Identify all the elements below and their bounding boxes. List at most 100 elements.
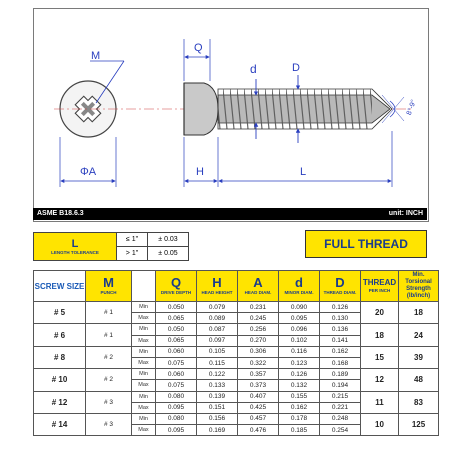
unit-label: unit: INCH [388, 210, 423, 217]
dimension-value: 0.089 [196, 312, 238, 325]
screw-size-cell: # 6 [33, 323, 86, 347]
punch-cell: # 1 [85, 323, 132, 347]
dimension-value: 0.194 [319, 379, 361, 392]
dimension-value: 0.231 [237, 300, 279, 314]
torsional-strength-cell: 125 [398, 412, 439, 437]
dimension-value: 0.122 [196, 368, 238, 381]
dimension-value: 0.060 [155, 368, 197, 381]
label-d-thread: D [292, 62, 300, 74]
dimension-value: 0.065 [155, 334, 197, 347]
min-max-label: Min [131, 412, 156, 426]
dimension-value: 0.060 [155, 345, 197, 358]
dimension-value: 0.162 [278, 401, 320, 414]
dimension-value: 0.248 [319, 412, 361, 426]
punch-cell: # 2 [85, 368, 132, 392]
dimension-value: 0.185 [278, 424, 320, 437]
dimension-value: 0.126 [278, 368, 320, 381]
thread-per-inch-cell: 18 [360, 323, 399, 347]
dimension-value: 0.457 [237, 412, 279, 426]
thread-per-inch-cell: 20 [360, 300, 399, 325]
torsional-strength-cell: 18 [398, 300, 439, 325]
screw-size-cell: # 12 [33, 390, 86, 414]
dimension-value: 0.155 [278, 390, 320, 403]
dimension-value: 0.130 [319, 312, 361, 325]
drawing-label-bar: ASME B18.6.3 unit: INCH [33, 208, 427, 220]
punch-cell: # 2 [85, 345, 132, 370]
torsional-strength-cell: 48 [398, 368, 439, 392]
torsional-strength-cell: 24 [398, 323, 439, 347]
table-header-row: SCREW SIZE M PUNCH Q DRIVE DEPTH H HEAD … [33, 270, 439, 302]
dimension-value: 0.476 [237, 424, 279, 437]
punch-cell: # 1 [85, 300, 132, 325]
screw-size-cell: # 5 [33, 300, 86, 325]
min-max-label: Min [131, 368, 156, 381]
label-l: L [300, 166, 306, 178]
dimension-value: 0.050 [155, 323, 197, 336]
min-max-label: Min [131, 345, 156, 358]
dimension-value: 0.322 [237, 356, 279, 370]
dimension-value: 0.169 [196, 424, 238, 437]
dimension-value: 0.306 [237, 345, 279, 358]
dimension-value: 0.373 [237, 379, 279, 392]
tolerance-condition: > 1" [116, 246, 148, 261]
torsional-strength-cell: 83 [398, 390, 439, 414]
screw-size-cell: # 8 [33, 345, 86, 370]
dimension-value: 0.215 [319, 390, 361, 403]
dimension-value: 0.136 [319, 323, 361, 336]
tolerance-title-cell: L LENGTH TOLERANCE [33, 232, 117, 261]
dimension-value: 0.162 [319, 345, 361, 358]
dimension-value: 0.050 [155, 300, 197, 314]
header-h: H HEAD HEIGHT [196, 270, 238, 302]
dimension-value: 0.407 [237, 390, 279, 403]
punch-cell: # 3 [85, 412, 132, 437]
header-a: A HEAD DIAM. [237, 270, 279, 302]
dimension-value: 0.079 [196, 300, 238, 314]
dimension-value: 0.115 [196, 356, 238, 370]
dimension-value: 0.126 [319, 300, 361, 314]
dimension-value: 0.425 [237, 401, 279, 414]
screw-size-cell: # 14 [33, 412, 86, 437]
dimension-value: 0.357 [237, 368, 279, 381]
thread-per-inch-cell: 11 [360, 390, 399, 414]
screw-drawing-svg: M Q d D 8°-9° ΦA H L [54, 39, 418, 187]
dimension-value: 0.151 [196, 401, 238, 414]
phillips-recess-icon [74, 95, 102, 123]
label-angle: 8°-9° [405, 98, 418, 116]
header-min-max [131, 270, 156, 302]
dimension-value: 0.156 [196, 412, 238, 426]
head-top-view [59, 60, 125, 187]
tolerance-condition: ≤ 1" [116, 232, 148, 247]
dimension-value: 0.095 [278, 312, 320, 325]
header-q: Q DRIVE DEPTH [155, 270, 197, 302]
screw-spec-table: SCREW SIZE M PUNCH Q DRIVE DEPTH H HEAD … [33, 270, 439, 437]
min-max-label: Max [131, 424, 156, 437]
dimension-value: 0.090 [278, 300, 320, 314]
dimension-value: 0.095 [155, 424, 197, 437]
torsional-strength-cell: 39 [398, 345, 439, 370]
technical-drawing: M Q d D 8°-9° ΦA H L [33, 8, 429, 222]
tolerance-subtitle: LENGTH TOLERANCE [51, 250, 99, 255]
tolerance-value: ± 0.05 [147, 246, 189, 261]
dimension-value: 0.221 [319, 401, 361, 414]
header-d-minor: d MINOR DIAM. [278, 270, 320, 302]
dimension-value: 0.095 [155, 401, 197, 414]
dimension-value: 0.097 [196, 334, 238, 347]
min-max-label: Min [131, 323, 156, 336]
label-d-minor: d [250, 62, 257, 76]
dimension-value: 0.080 [155, 412, 197, 426]
standard-label: ASME B18.6.3 [37, 210, 84, 217]
screw-size-cell: # 10 [33, 368, 86, 392]
dimension-value: 0.270 [237, 334, 279, 347]
dimension-value: 0.080 [155, 390, 197, 403]
min-max-label: Max [131, 401, 156, 414]
screw-side-view [183, 82, 393, 136]
thread-per-inch-cell: 15 [360, 345, 399, 370]
dimension-value: 0.087 [196, 323, 238, 336]
dimension-value: 0.141 [319, 334, 361, 347]
